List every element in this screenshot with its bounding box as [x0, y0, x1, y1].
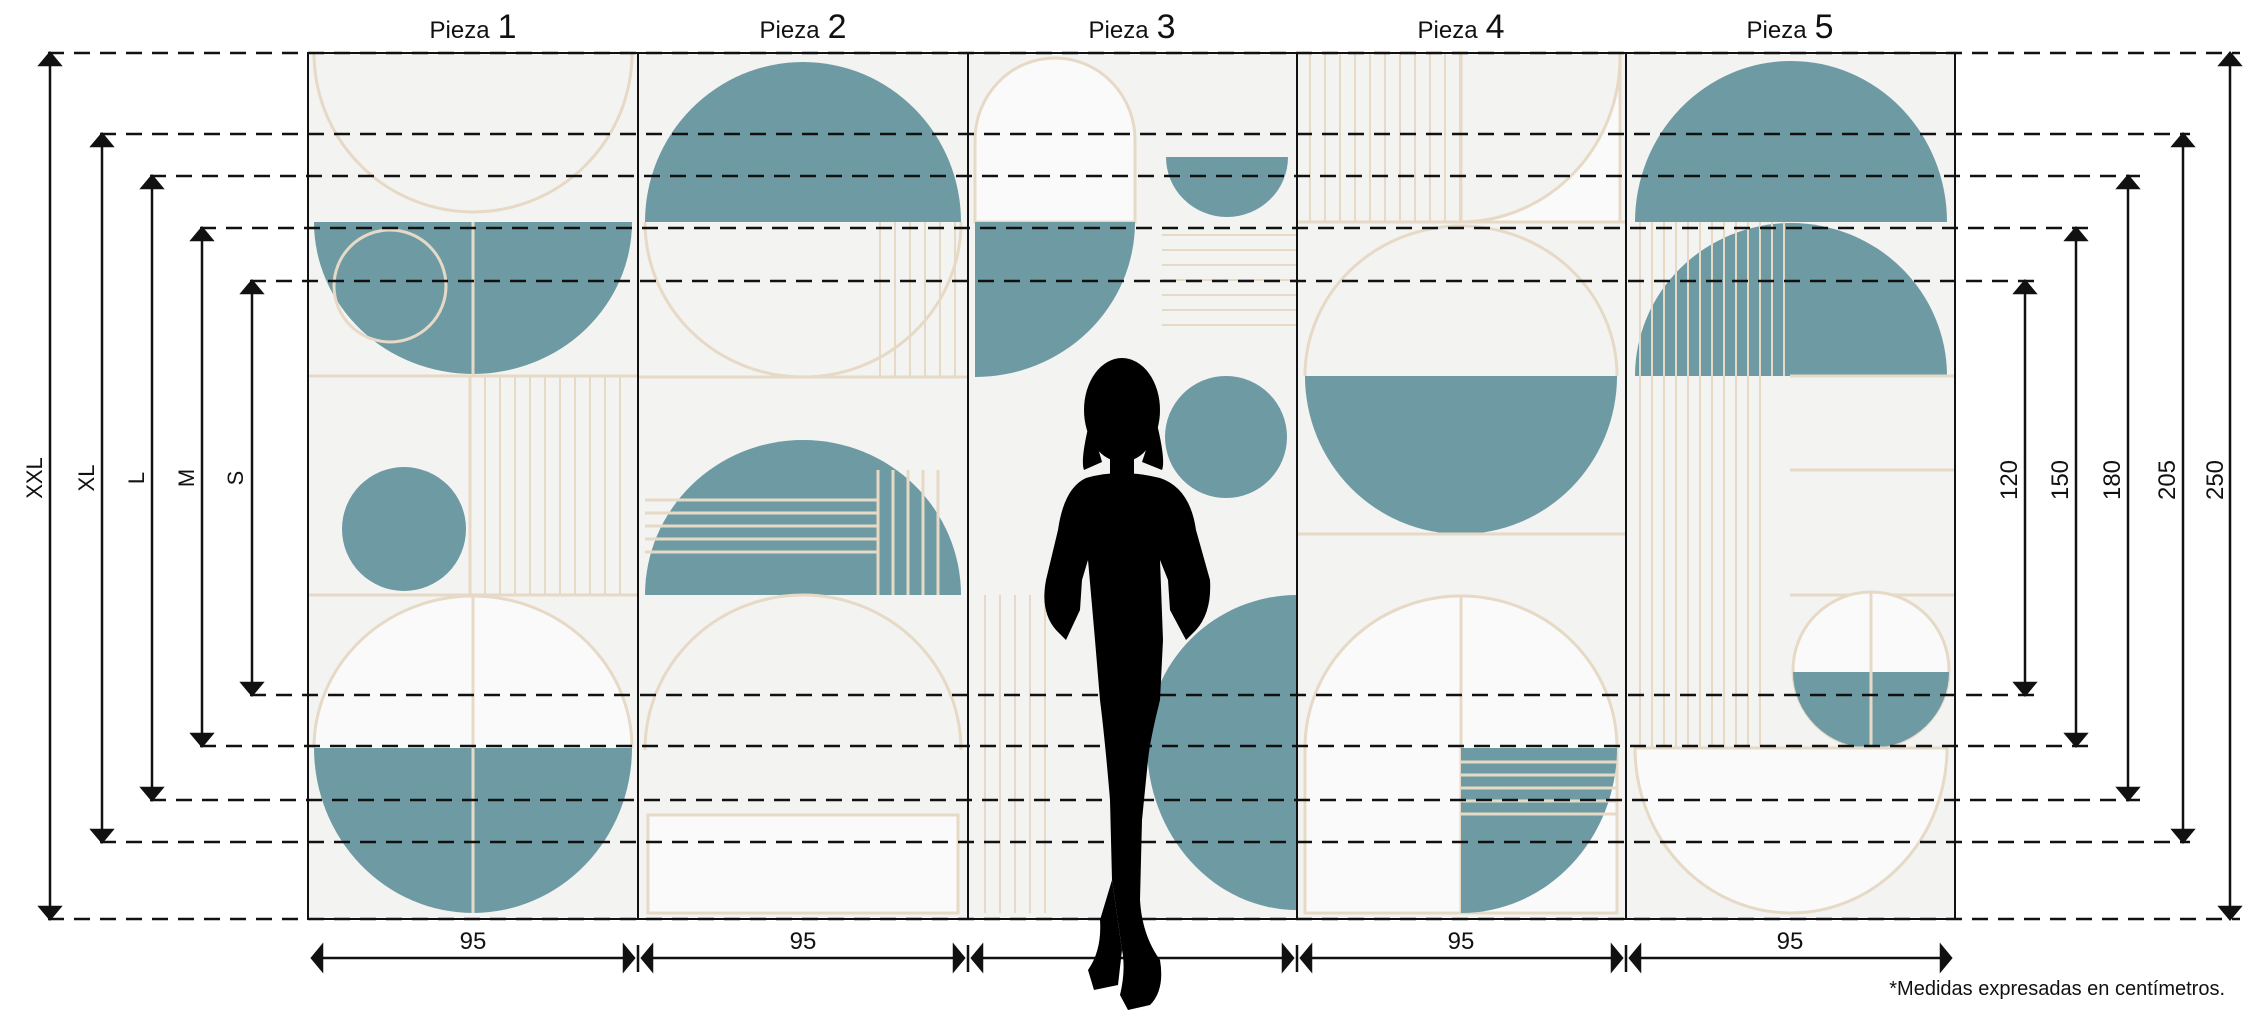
size-label-xl: XL [74, 465, 99, 492]
height-label-250: 250 [2202, 460, 2229, 500]
width-label-piece-5: 95 [1777, 928, 1804, 955]
height-label-150: 150 [2047, 460, 2074, 500]
panel-2-artwork [638, 53, 968, 919]
left-height-arrows [37, 51, 265, 921]
height-label-205: 205 [2154, 460, 2181, 500]
size-label-s: S [223, 471, 248, 486]
width-label-piece-4: 95 [1448, 928, 1475, 955]
panel-1-artwork [308, 53, 638, 919]
width-labels: 95 95 95 95 [460, 928, 1804, 955]
height-label-120: 120 [1996, 460, 2023, 500]
width-label-piece-2: 95 [790, 928, 817, 955]
panel-4-artwork [1297, 53, 1626, 919]
width-label-piece-1: 95 [460, 928, 487, 955]
size-label-xxl: XXL [22, 457, 47, 499]
height-label-180: 180 [2099, 460, 2126, 500]
size-name-labels: XXL XL L M S [22, 457, 248, 499]
size-label-l: L [124, 472, 149, 484]
size-height-labels: 250 205 180 150 120 [1996, 460, 2229, 500]
right-height-arrows [2012, 51, 2243, 921]
woman-silhouette [1044, 358, 1211, 1010]
footnote: *Medidas expresadas en centímetros. [1889, 978, 2225, 1000]
width-arrows [310, 942, 1953, 974]
mural-panels [307, 52, 1956, 920]
panel-5-artwork [1626, 53, 1955, 919]
size-label-m: M [174, 469, 199, 487]
